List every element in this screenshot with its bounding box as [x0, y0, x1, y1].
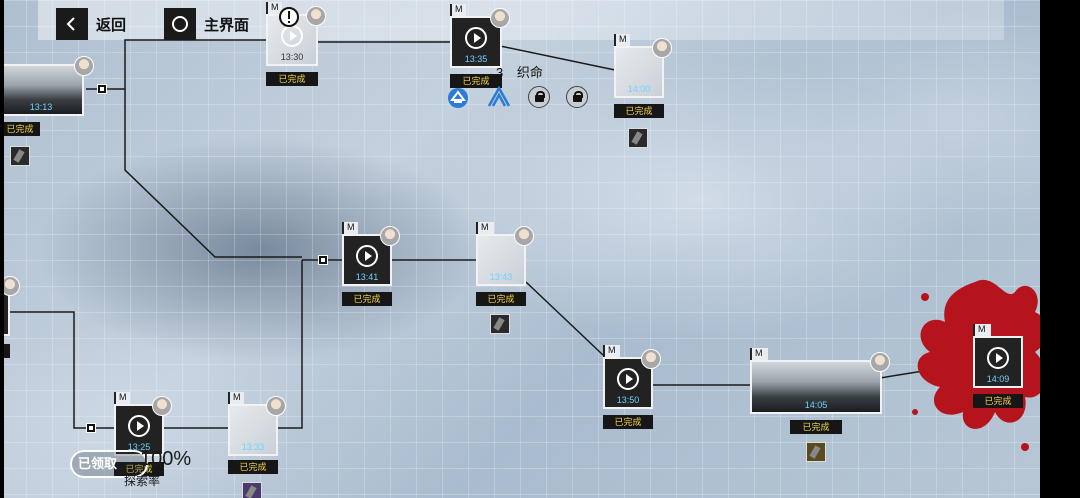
- stage-status: 已完成: [973, 394, 1023, 408]
- character-avatar: [641, 349, 661, 369]
- reward-item-icon[interactable]: [10, 146, 30, 166]
- stage-thumbnail[interactable]: 14:09: [973, 336, 1023, 388]
- top-bar: [38, 0, 1004, 40]
- lock-icon[interactable]: [566, 86, 588, 108]
- route-connector: [86, 423, 96, 433]
- stage-time: 13:50: [616, 395, 640, 405]
- character-avatar: [490, 8, 510, 28]
- blue-crown-icon[interactable]: [446, 86, 470, 110]
- stage-time: 13:35: [464, 54, 488, 64]
- weaving-label: 织命: [516, 65, 543, 80]
- stage-time: 14:05: [804, 400, 828, 410]
- stage-time: 14:09: [986, 374, 1010, 384]
- stage-time: 13:25: [127, 442, 151, 452]
- stage-status: 已完成: [603, 415, 653, 429]
- reward-item-icon[interactable]: [628, 128, 648, 148]
- play-icon: [617, 368, 639, 391]
- stage-status: 已完成: [342, 292, 392, 306]
- character-avatar: [306, 6, 326, 26]
- stage-status: 已完成: [228, 460, 278, 474]
- stage-thumbnail[interactable]: 14:00: [614, 46, 664, 98]
- exploration-rate: 100%: [140, 448, 192, 470]
- play-icon: [356, 245, 378, 268]
- stage-status: 已完成: [614, 104, 664, 118]
- exploration-rate-label: 探索率: [124, 474, 161, 488]
- character-avatar: [74, 56, 94, 76]
- play-icon: [128, 415, 150, 438]
- home-button[interactable]: 主界面: [164, 8, 249, 40]
- stage-time: 13:30: [280, 52, 304, 62]
- stage-time: 13:13: [29, 102, 53, 112]
- stage-status: 已完成: [476, 292, 526, 306]
- character-avatar: [266, 396, 286, 416]
- stage-status: 已完成: [0, 122, 40, 136]
- reward-item-icon[interactable]: [242, 482, 262, 498]
- screen-edge-right: [1040, 0, 1080, 498]
- character-avatar: [870, 352, 890, 372]
- alert-icon: [279, 7, 299, 27]
- route-connector: [318, 255, 328, 265]
- home-label: 主界面: [204, 16, 250, 34]
- home-circle-icon: [164, 8, 196, 40]
- back-label: 返回: [96, 16, 127, 34]
- reward-item-icon[interactable]: [490, 314, 510, 334]
- play-icon: [987, 347, 1009, 370]
- back-button[interactable]: 返回: [56, 8, 126, 40]
- stage-status: 已完成: [266, 72, 318, 86]
- claim-button[interactable]: 已领取: [70, 450, 148, 478]
- blue-wing-icon[interactable]: [487, 86, 511, 110]
- stage-status-partial: [0, 344, 10, 358]
- stage-time: 13:41: [355, 272, 379, 282]
- character-avatar: [652, 38, 672, 58]
- character-avatar: [380, 226, 400, 246]
- stage-status: 已完成: [450, 74, 502, 88]
- route-connector: [97, 84, 107, 94]
- stage-status: 已完成: [790, 420, 842, 434]
- play-icon: [281, 25, 303, 48]
- stage-time: 13:43: [489, 272, 513, 282]
- stage-thumbnail[interactable]: 14:05: [750, 360, 882, 414]
- lock-icon[interactable]: [528, 86, 550, 108]
- character-avatar: [152, 396, 172, 416]
- screen-edge-left: [0, 0, 4, 498]
- play-icon: [465, 27, 487, 50]
- reward-item-icon[interactable]: [806, 442, 826, 462]
- character-avatar: [514, 226, 534, 246]
- stage-thumbnail[interactable]: 13:13: [0, 64, 84, 116]
- stage-time: 13:33: [241, 442, 265, 452]
- weaving-counter: 3 织命: [496, 62, 543, 81]
- back-arrow-icon: [56, 8, 88, 40]
- weaving-count: 3: [496, 65, 504, 80]
- stage-time: 14:00: [627, 84, 651, 94]
